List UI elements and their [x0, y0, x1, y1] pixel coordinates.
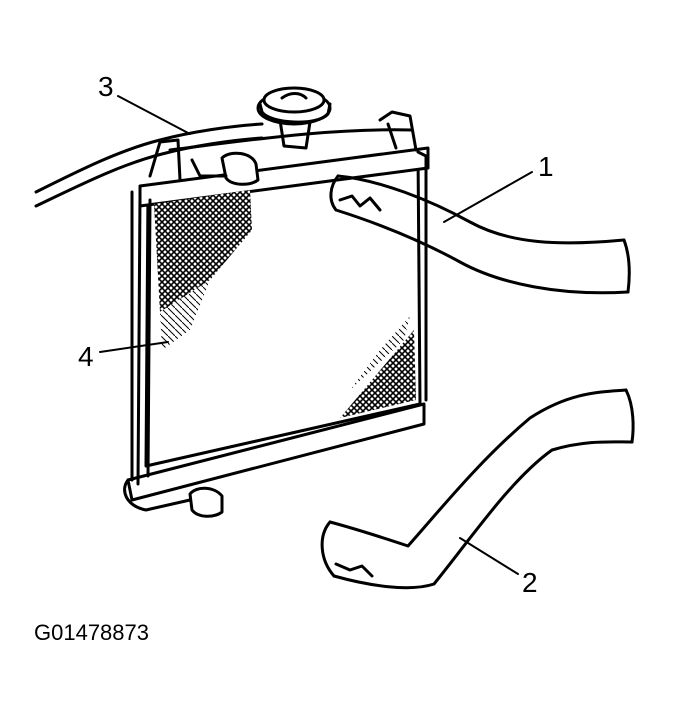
callout-4: 4: [78, 341, 94, 372]
callout-1: 1: [538, 151, 554, 182]
leader-line-3: [117, 95, 191, 135]
upper-tank-outlet: [190, 151, 260, 186]
upper-radiator-hose: [329, 174, 631, 295]
leader-line-1: [443, 171, 533, 223]
lower-radiator-hose: [320, 388, 635, 590]
leader-line-2: [459, 537, 519, 575]
leader-lines: [99, 95, 533, 575]
radiator-cap: [256, 86, 332, 150]
radiator-core: [123, 110, 430, 512]
leader-line-4: [99, 341, 169, 353]
callout-3: 3: [98, 71, 114, 102]
lower-tank-outlet: [188, 486, 224, 518]
figure-id: G01478873: [34, 620, 149, 645]
callout-2: 2: [522, 567, 538, 598]
